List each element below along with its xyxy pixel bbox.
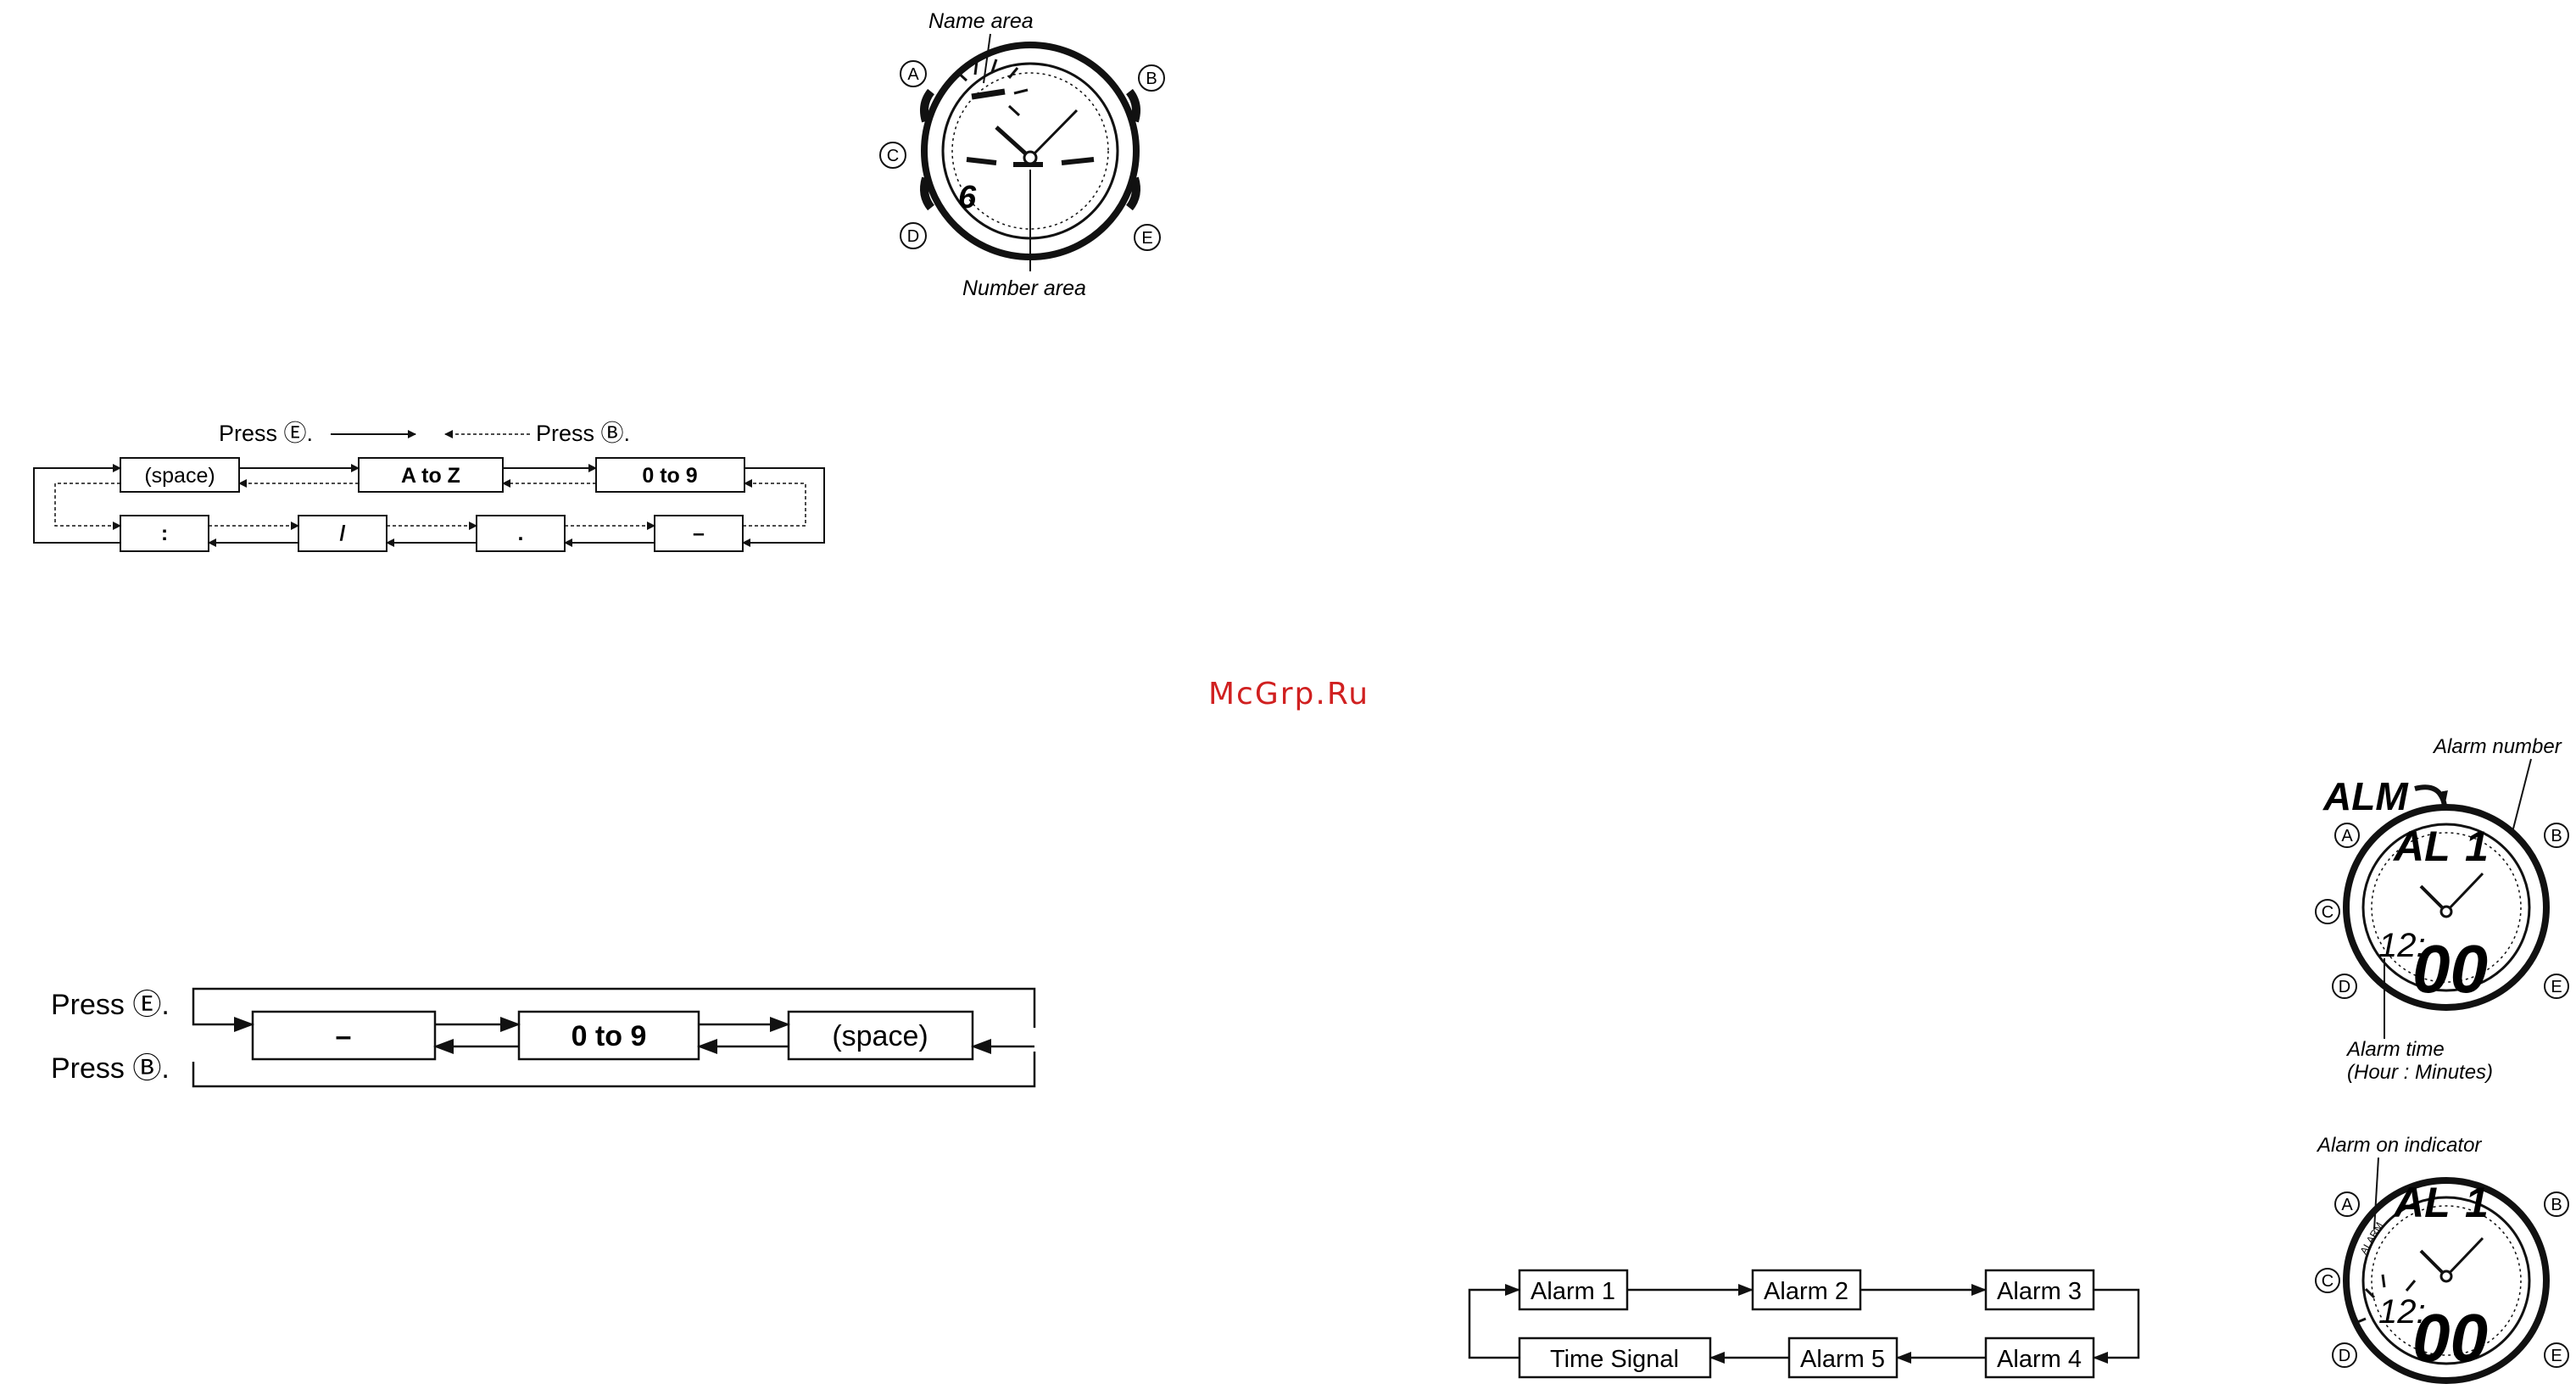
- svg-text:A: A: [2341, 1196, 2353, 1214]
- alarm-minutes-2: 00: [2412, 1300, 2488, 1375]
- alm-text: ALM: [2322, 774, 2409, 818]
- alarm-number-digit: 1: [2465, 823, 2489, 870]
- button-b-label: B: [1146, 70, 1157, 88]
- svg-text:B: B: [2551, 827, 2562, 845]
- button-a-label: A: [907, 65, 919, 84]
- cycle1-box-dash: –: [693, 522, 705, 545]
- cycle1-box-space: (space): [144, 464, 215, 488]
- al-text: AL: [2392, 823, 2451, 870]
- button-c-label: C: [887, 147, 899, 165]
- number-area-label: Number area: [962, 276, 1086, 300]
- alarm-4-box: Alarm 4: [1997, 1346, 2082, 1373]
- cycle2-box-dash: –: [336, 1020, 352, 1052]
- alarm-time-label: Alarm time: [2345, 1038, 2445, 1061]
- press-b-label: Press Ⓑ.: [536, 421, 630, 446]
- cycle1-box-period: .: [518, 522, 524, 545]
- watch-name-number-figure: Name area 6 A B C: [880, 9, 1164, 300]
- svg-text:B: B: [2551, 1196, 2562, 1214]
- cycle1-box-0-to-9: 0 to 9: [642, 464, 697, 488]
- press-e-label-2: Press Ⓔ.: [51, 989, 170, 1021]
- name-area-label: Name area: [928, 9, 1034, 33]
- button-e-label: E: [1141, 229, 1152, 248]
- cycle1-box-a-to-z: A to Z: [401, 464, 460, 488]
- alarm-5-box: Alarm 5: [1800, 1346, 1885, 1373]
- alarm-3-box: Alarm 3: [1997, 1278, 2082, 1305]
- svg-text:E: E: [2551, 978, 2562, 996]
- alarm-2-box: Alarm 2: [1764, 1278, 1848, 1305]
- alarm-number-label: Alarm number: [2432, 735, 2562, 758]
- alarm-minutes: 00: [2412, 931, 2488, 1007]
- cycle2-box-0-to-9: 0 to 9: [572, 1020, 647, 1052]
- watch-alarm-figure: Alarm number ALM AL 1 12: 00 A B C D E A…: [2316, 735, 2568, 1084]
- alarm-time-sublabel: (Hour : Minutes): [2347, 1061, 2493, 1084]
- cycle2-box-space: (space): [832, 1020, 928, 1052]
- button-d-label: D: [907, 227, 919, 246]
- alarm-on-indicator-label: Alarm on indicator: [2316, 1134, 2482, 1157]
- svg-text:D: D: [2339, 1347, 2350, 1365]
- time-signal-box: Time Signal: [1550, 1346, 1679, 1373]
- alarm-cycle-diagram: Alarm 1 Alarm 2 Alarm 3 Time Signal Alar…: [1469, 1270, 2138, 1377]
- svg-text:E: E: [2551, 1347, 2562, 1365]
- character-cycle-diagram: Press Ⓔ. Press Ⓑ. (space) A to Z 0 to 9 …: [34, 421, 824, 551]
- cycle1-box-slash: /: [340, 522, 346, 545]
- watch-digit: 6: [958, 180, 977, 215]
- number-cycle-diagram: Press Ⓔ. Press Ⓑ. – 0 to 9 (space): [51, 988, 1034, 1086]
- svg-text:C: C: [2322, 1272, 2333, 1291]
- cycle1-box-colon: :: [161, 522, 168, 545]
- alarm-number-digit-2: 1: [2465, 1179, 2489, 1226]
- svg-text:A: A: [2341, 827, 2353, 845]
- alarm-1-box: Alarm 1: [1531, 1278, 1615, 1305]
- svg-text:C: C: [2322, 903, 2333, 922]
- press-b-label-2: Press Ⓑ.: [51, 1052, 170, 1085]
- svg-text:D: D: [2339, 978, 2350, 996]
- al-text-2: AL: [2392, 1179, 2451, 1226]
- press-e-label: Press Ⓔ.: [219, 421, 313, 446]
- watch-alarm-on-figure: Alarm on indicator AL 1 ALARM 12: 00 A B…: [2316, 1134, 2568, 1381]
